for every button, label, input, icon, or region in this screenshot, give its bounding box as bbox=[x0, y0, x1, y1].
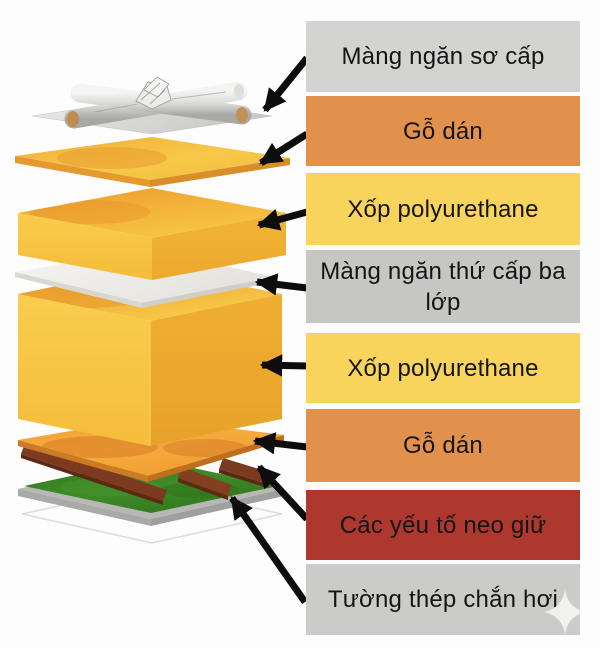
label-box-5: Xốp polyurethane bbox=[306, 333, 580, 403]
arrow-secondary-membrane bbox=[254, 273, 308, 296]
label-text: Gỗ dán bbox=[403, 117, 483, 145]
label-text: Xốp polyurethane bbox=[347, 354, 539, 382]
label-box-2: Gỗ dán bbox=[306, 96, 580, 166]
label-box-7: Các yếu tố neo giữ bbox=[306, 490, 580, 560]
arrow-anchoring bbox=[256, 464, 310, 522]
label-text: Các yếu tố neo giữ bbox=[339, 511, 547, 539]
membrane-knot bbox=[135, 76, 172, 110]
label-text: Màng ngăn sơ cấp bbox=[341, 43, 545, 70]
label-text: Màng ngăn thứ cấp ba lớp bbox=[320, 257, 566, 316]
label-box-8: Tường thép chắn hơi bbox=[306, 564, 580, 635]
arrow-plywood-bottom bbox=[252, 432, 308, 455]
arrow-foam-top bbox=[256, 208, 308, 231]
arrow-plywood-top bbox=[259, 131, 309, 166]
arrow-primary-membrane bbox=[262, 55, 310, 113]
label-box-4: Màng ngăn thứ cấp ba lớp bbox=[306, 250, 580, 323]
plywood-top-layer bbox=[15, 137, 290, 187]
label-text: Tường thép chắn hơi bbox=[327, 586, 559, 613]
primary-membrane-layer bbox=[31, 76, 273, 135]
label-box-3: Xốp polyurethane bbox=[306, 173, 580, 245]
label-text: Gỗ dán bbox=[403, 432, 483, 459]
label-text: Xốp polyurethane bbox=[347, 195, 539, 223]
arrow-steel-wall bbox=[229, 495, 308, 605]
callout-arrows bbox=[229, 55, 310, 605]
label-box-1: Màng ngăn sơ cấp bbox=[306, 21, 580, 92]
arrow-foam-bottom bbox=[259, 354, 308, 377]
anchoring-elements-layer bbox=[21, 443, 272, 505]
polyurethane-foam-top-layer bbox=[18, 188, 286, 280]
label-box-6: Gỗ dán bbox=[306, 409, 580, 482]
